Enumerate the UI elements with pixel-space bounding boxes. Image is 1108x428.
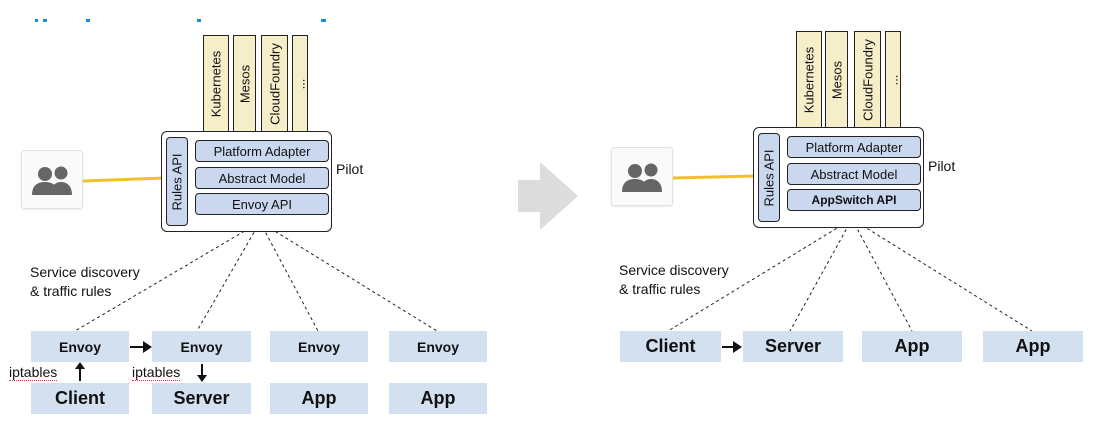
server-node: Server xyxy=(743,331,843,362)
server-node: Server xyxy=(152,383,251,414)
abstract-model-layer: Abstract Model xyxy=(787,163,921,185)
rules-api-block: Rules API xyxy=(758,133,780,222)
platform-label: Mesos xyxy=(237,64,252,104)
platform-label: ... xyxy=(292,78,308,90)
platform-tab: CloudFoundry xyxy=(261,35,288,132)
envoy-api-layer: Envoy API xyxy=(195,193,329,215)
cropped-title-fragments xyxy=(35,19,326,22)
platform-tab: CloudFoundry xyxy=(854,31,881,128)
users-icon xyxy=(622,163,662,192)
discovery-annotation-line2: & traffic rules xyxy=(619,281,701,297)
platform-tab: Kubernetes xyxy=(796,31,822,128)
platform-tab: Mesos xyxy=(825,31,848,128)
client-node: Client xyxy=(31,383,129,414)
left-iptables-down-arrow xyxy=(197,364,207,382)
app-node: App xyxy=(983,331,1083,362)
platform-tab: Mesos xyxy=(233,35,256,132)
user-card xyxy=(611,147,673,206)
right-discovery-lines xyxy=(667,218,1033,332)
pilot-label: Pilot xyxy=(336,161,364,177)
platform-adapter-layer: Platform Adapter xyxy=(787,136,921,158)
discovery-annotation-line1: Service discovery xyxy=(30,264,140,280)
platform-label: Mesos xyxy=(829,60,844,100)
left-discovery-lines xyxy=(74,221,438,332)
rules-api-label: Rules API xyxy=(761,148,777,207)
pilot-label: Pilot xyxy=(928,158,956,174)
discovery-annotation-line2: & traffic rules xyxy=(30,283,112,299)
user-card xyxy=(21,150,83,209)
platform-adapter-layer: Platform Adapter xyxy=(195,140,329,162)
envoy-proxy-node: Envoy xyxy=(31,331,129,362)
rules-api-label: Rules API xyxy=(169,152,185,211)
left-proxy-arrow xyxy=(130,341,152,353)
users-icon xyxy=(32,166,72,195)
left-user-connector xyxy=(82,176,166,183)
pilot-box: Rules API Platform Adapter Abstract Mode… xyxy=(753,127,924,228)
right-arrow-icon xyxy=(518,162,578,230)
platform-tab: Kubernetes xyxy=(203,35,229,132)
pilot-box: Rules API Platform Adapter Abstract Mode… xyxy=(161,131,332,232)
platform-label: CloudFoundry xyxy=(267,43,282,125)
right-client-server-arrow xyxy=(722,341,742,353)
iptables-label: iptables xyxy=(9,364,58,381)
envoy-proxy-node: Envoy xyxy=(270,331,368,362)
client-node: Client xyxy=(620,331,721,362)
app-node: App xyxy=(862,331,962,362)
appswitch-api-layer: AppSwitch API xyxy=(787,189,921,211)
app-node: App xyxy=(270,383,368,414)
iptables-label: iptables xyxy=(132,364,181,381)
platform-tab: ... xyxy=(292,35,308,132)
platform-label: CloudFoundry xyxy=(860,39,875,121)
left-iptables-up-arrow xyxy=(75,362,85,381)
app-node: App xyxy=(389,383,487,414)
platform-label: ... xyxy=(885,74,901,86)
abstract-model-layer: Abstract Model xyxy=(195,167,329,189)
platform-label: Kubernetes xyxy=(801,46,817,114)
platform-tab: ... xyxy=(885,31,901,128)
rules-api-block: Rules API xyxy=(166,137,188,226)
right-user-connector xyxy=(672,174,756,180)
envoy-proxy-node: Envoy xyxy=(389,331,487,362)
envoy-proxy-node: Envoy xyxy=(152,331,251,362)
platform-label: Kubernetes xyxy=(208,50,224,118)
discovery-annotation-line1: Service discovery xyxy=(619,262,729,278)
